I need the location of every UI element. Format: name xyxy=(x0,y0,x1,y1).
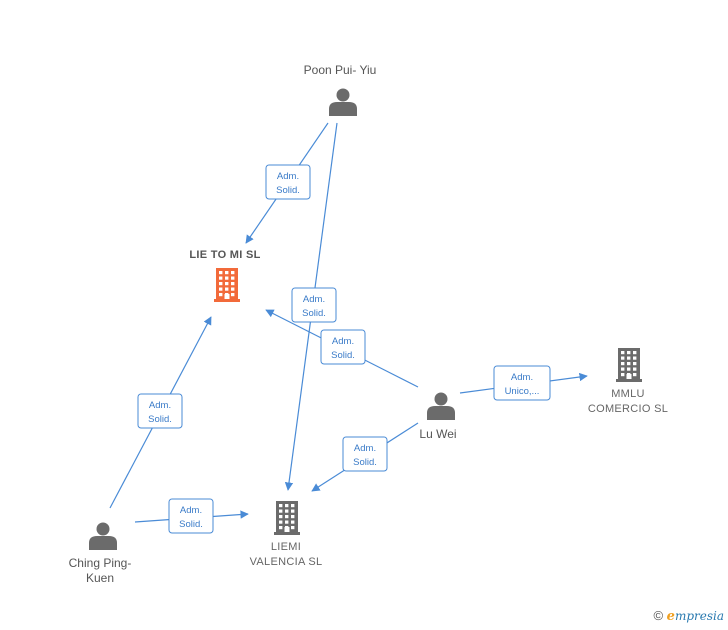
edge-label-text: Solid. xyxy=(353,457,377,468)
edge-label-text: Adm. xyxy=(511,372,533,383)
edge-label-box xyxy=(265,164,311,200)
edge-label-text: Adm. xyxy=(277,171,299,182)
company-name: LIEMI xyxy=(271,541,301,553)
edge-label-box xyxy=(320,329,366,365)
company-node-lietomi[interactable]: LIE TO MI SL xyxy=(189,249,260,302)
company-name: LIE TO MI SL xyxy=(189,249,260,261)
edge-label-box xyxy=(493,365,551,401)
brand-initial: e xyxy=(666,609,675,624)
edge-label-box xyxy=(137,393,183,429)
edge-label-text: Solid. xyxy=(302,308,326,319)
person-name: Lu Wei xyxy=(419,427,456,441)
person-icon xyxy=(329,88,357,116)
company-node-mmlu[interactable]: MMLU COMERCIO SL xyxy=(588,348,668,415)
edge-label-text: Solid. xyxy=(331,350,355,361)
building-icon xyxy=(214,268,240,302)
person-name: Ching Ping- xyxy=(69,556,132,570)
edge-label-text: Solid. xyxy=(179,519,203,530)
person-icon xyxy=(427,392,455,420)
edge-label-luwei-mmlu[interactable]: Adm. Unico,... xyxy=(493,365,551,401)
edge-label-text: Unico,... xyxy=(505,386,540,397)
edge-label-text: Adm. xyxy=(332,336,354,347)
edge-label-text: Solid. xyxy=(276,185,300,196)
person-name: Poon Pui- Yiu xyxy=(304,63,377,77)
company-name: MMLU xyxy=(611,388,645,400)
person-icon xyxy=(89,522,117,550)
edge-label-text: Adm. xyxy=(354,443,376,454)
edge-label-poon-liemi[interactable]: Adm. Solid. xyxy=(291,287,337,323)
company-node-liemi[interactable]: LIEMI VALENCIA SL xyxy=(250,501,323,568)
edge-label-luwei-lietomi[interactable]: Adm. Solid. xyxy=(320,329,366,365)
edge-label-box xyxy=(291,287,337,323)
edge-label-luwei-liemi[interactable]: Adm. Solid. xyxy=(342,436,388,472)
edge-label-text: Solid. xyxy=(148,414,172,425)
edge-label-poon-lietomi[interactable]: Adm. Solid. xyxy=(265,164,311,200)
building-icon xyxy=(274,501,300,535)
company-name: COMERCIO SL xyxy=(588,403,668,415)
copyright-footer: © empresia xyxy=(653,608,724,624)
edge-label-box xyxy=(342,436,388,472)
copyright-symbol: © xyxy=(653,608,664,623)
edge-label-text: Adm. xyxy=(180,505,202,516)
building-icon xyxy=(616,348,642,382)
brand-name: mpresia xyxy=(674,609,724,623)
edge-labels-layer: Adm. Solid. Adm. Solid. Adm. Solid. Adm. Unico,… xyxy=(137,164,551,534)
edge-label-box xyxy=(168,498,214,534)
edge-label-ching-liemi[interactable]: Adm. Solid. xyxy=(168,498,214,534)
edge-label-text: Adm. xyxy=(149,400,171,411)
person-node-poon[interactable]: Poon Pui- Yiu xyxy=(304,63,377,116)
person-name: Kuen xyxy=(86,571,114,585)
person-node-luwei[interactable]: Lu Wei xyxy=(419,392,457,442)
person-node-ching[interactable]: Ching Ping-Kuen xyxy=(69,522,132,586)
edge-label-text: Adm. xyxy=(303,294,325,305)
company-name: VALENCIA SL xyxy=(250,556,323,568)
edge-label-ching-lietomi[interactable]: Adm. Solid. xyxy=(137,393,183,429)
